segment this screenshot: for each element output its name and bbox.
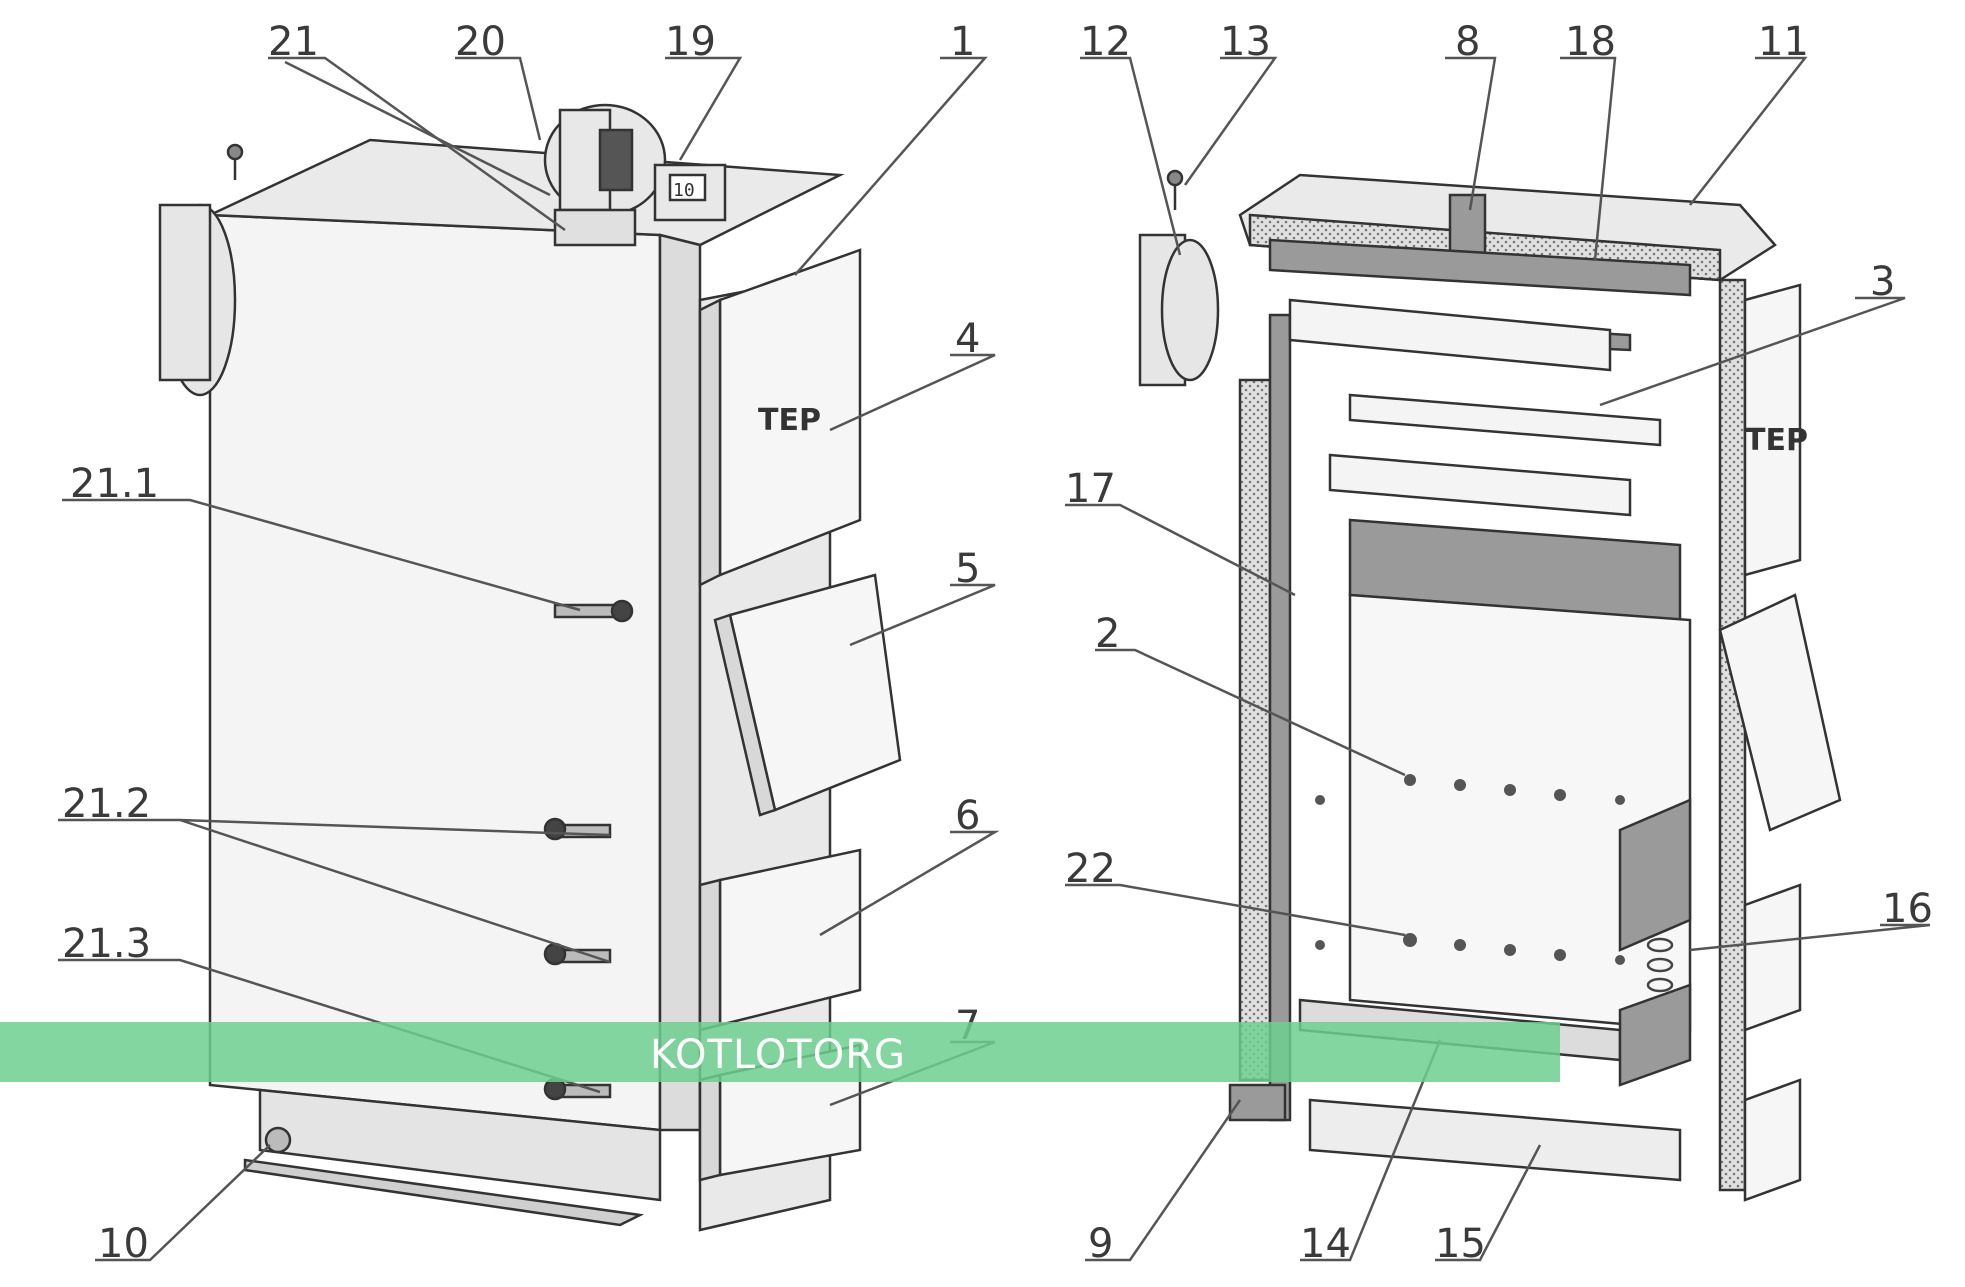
callout-21-1: 21.1 [70,461,159,507]
callout-21-3: 21.3 [62,921,151,967]
callout-17: 17 [1065,466,1116,512]
callout-18: 18 [1565,19,1616,65]
callout-3: 3 [1870,259,1895,305]
door-brand-left: TEP [758,403,821,438]
callout-21: 21 [268,19,319,65]
callout-2: 2 [1095,611,1120,657]
callout-9: 9 [1088,1221,1113,1267]
watermark-text: KOTLOTORG [650,1032,906,1078]
controller-display: 10 [673,180,695,201]
callout-1: 1 [950,19,975,65]
callout-14: 14 [1300,1221,1351,1267]
callout-4: 4 [955,316,980,362]
left-callout-labels: 21 20 19 1 4 21.1 5 21.2 6 21.3 7 10 [62,19,980,1267]
right-boiler-drawing: TEP [1138,169,1842,1202]
callout-5: 5 [955,546,980,592]
left-boiler-drawing: 10 TEP [158,103,902,1232]
callout-22: 22 [1065,846,1116,892]
callout-8: 8 [1455,19,1480,65]
callout-20: 20 [455,19,506,65]
callout-13: 13 [1220,19,1271,65]
watermark-band [0,1022,1560,1082]
right-callout-labels: 12 13 8 18 11 3 17 2 22 16 9 14 15 [1065,19,1933,1267]
callout-12: 12 [1080,19,1131,65]
callout-6: 6 [955,793,980,839]
callout-10: 10 [98,1221,149,1267]
callout-21-2: 21.2 [62,781,151,827]
callout-15: 15 [1435,1221,1486,1267]
callout-19: 19 [665,19,716,65]
callout-16: 16 [1882,886,1933,932]
callout-11: 11 [1758,19,1809,65]
leader-lines [58,56,1931,1262]
door-brand-right: TEP [1745,423,1808,458]
